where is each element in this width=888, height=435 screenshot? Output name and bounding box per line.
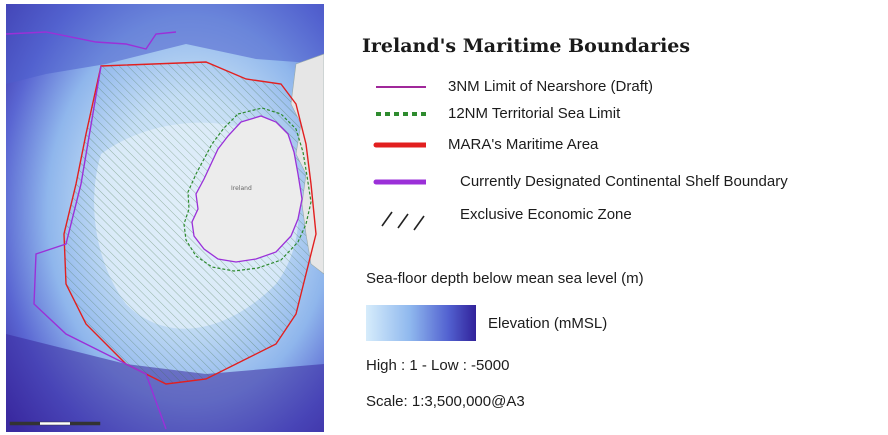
elevation-range-label: High : 1 - Low : -5000 (366, 357, 510, 374)
elevation-color-ramp (366, 305, 476, 341)
legend-item-eez: Exclusive Economic Zone (352, 204, 882, 234)
territorial-sea-line (183, 107, 312, 272)
continental-shelf-line (6, 31, 177, 430)
map-panel: Ireland (6, 4, 324, 432)
legend-item-shelf-boundary: Currently Designated Continental Shelf B… (352, 171, 882, 193)
britain-land (290, 53, 324, 275)
ireland-map-label: Ireland (231, 185, 252, 192)
map-title: Ireland's Maritime Boundaries (362, 35, 691, 57)
legend-symbol-shelf-boundary (373, 179, 426, 185)
ireland-land (191, 115, 303, 263)
legend-label-maritime-area: MARA's Maritime Area (448, 136, 599, 153)
legend-item-maritime-area: MARA's Maritime Area (352, 134, 882, 156)
maritime-area-line (63, 61, 317, 385)
legend-symbol-eez (381, 211, 425, 231)
legend-item-nearshore: 3NM Limit of Nearshore (Draft) (352, 76, 882, 98)
legend-label-eez: Exclusive Economic Zone (460, 206, 632, 223)
legend-panel: Ireland's Maritime Boundaries 3NM Limit … (352, 0, 882, 435)
legend-label-nearshore: 3NM Limit of Nearshore (Draft) (448, 78, 654, 95)
legend-symbol-maritime-area (373, 142, 426, 148)
legend-item-territorial: 12NM Territorial Sea Limit (352, 103, 882, 125)
map-svg: Ireland (6, 4, 324, 432)
depth-heading: Sea-floor depth below mean sea level (m) (366, 270, 644, 287)
legend-label-territorial: 12NM Territorial Sea Limit (448, 105, 621, 122)
elevation-label: Elevation (mMSL) (488, 315, 608, 332)
scale-label: Scale: 1:3,500,000@A3 (366, 393, 525, 410)
legend-symbol-territorial (376, 112, 426, 116)
legend-label-shelf-boundary: Currently Designated Continental Shelf B… (460, 173, 788, 190)
legend-symbol-nearshore (376, 86, 426, 88)
map-scale-bar (9, 421, 101, 426)
deep-sea-north (6, 4, 324, 84)
